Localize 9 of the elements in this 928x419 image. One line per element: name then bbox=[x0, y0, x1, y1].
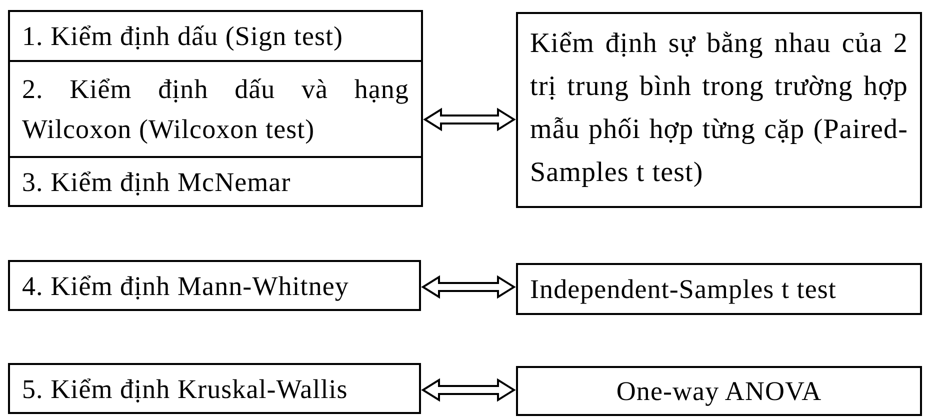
text-box: Independent-Samples t test bbox=[516, 263, 922, 315]
text-box: Kiểm định sự bằng nhau của 2 trị trung bình trong trường hợp mẫu phối hợp từng cặp (Paired-Samples t test) bbox=[516, 12, 922, 208]
double-arrow bbox=[421, 275, 516, 299]
text-box: 4. Kiểm định Mann-Whitney bbox=[8, 260, 421, 311]
text-box: One-way ANOVA bbox=[516, 366, 922, 416]
text-box: 5. Kiểm định Kruskal-Wallis bbox=[8, 363, 421, 414]
double-arrow bbox=[421, 378, 516, 402]
group-box bbox=[8, 10, 423, 207]
double-arrow bbox=[423, 108, 516, 132]
